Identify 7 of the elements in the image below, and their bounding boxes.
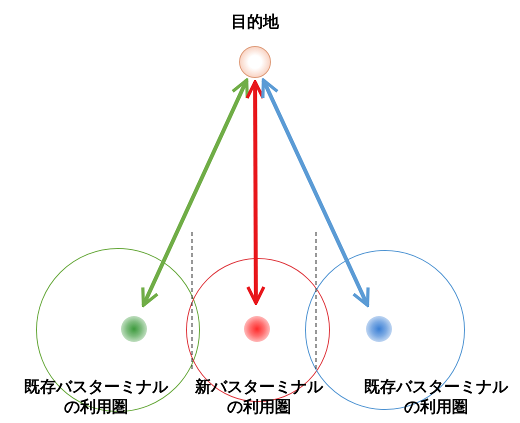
double-arrow	[141, 78, 249, 307]
terminal-dot	[244, 316, 270, 342]
terminal-dot	[121, 316, 147, 342]
terminal-dot	[366, 316, 392, 342]
double-arrow	[246, 80, 266, 305]
double-arrow	[261, 78, 370, 307]
node-label: 目的地	[230, 12, 280, 32]
